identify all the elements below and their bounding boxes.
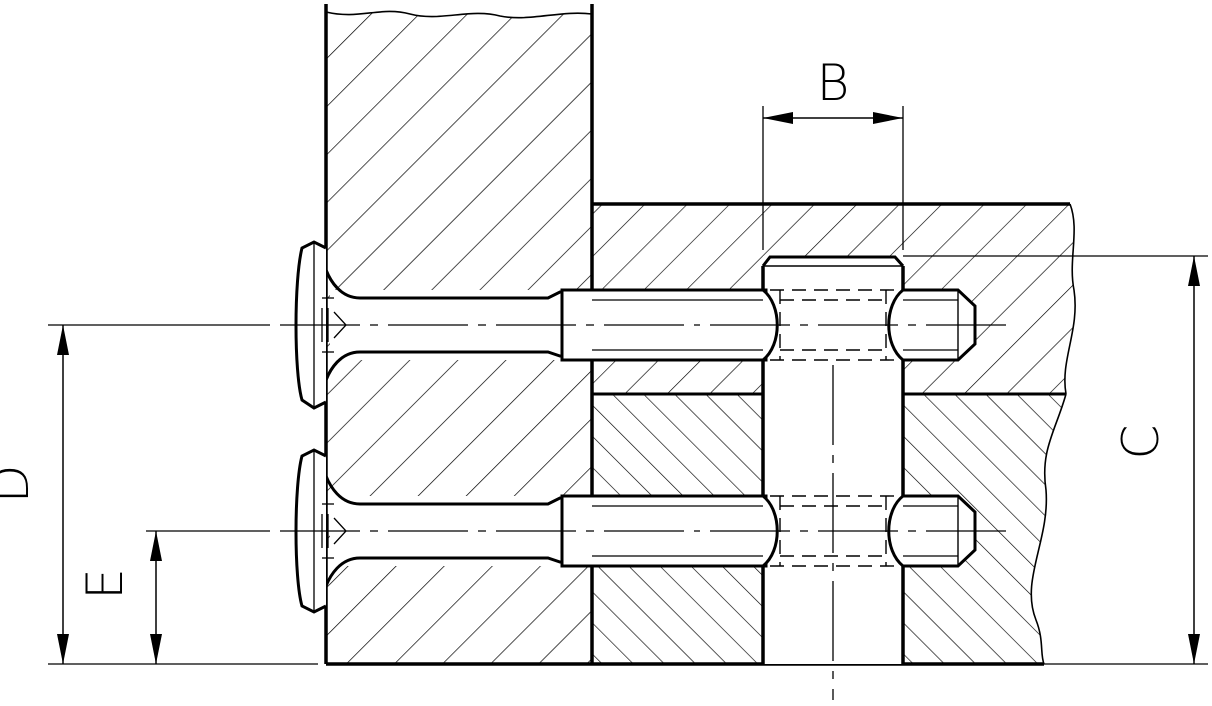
dimension-b: B	[762, 54, 904, 250]
dimension-c: C	[903, 255, 1208, 665]
label-c: C	[1112, 425, 1170, 460]
dimension-d: D	[0, 325, 318, 665]
dimension-e: E	[76, 531, 162, 664]
label-d: D	[0, 465, 40, 504]
label-b: B	[817, 54, 850, 112]
label-e: E	[76, 568, 134, 600]
center-lines	[48, 324, 1006, 700]
